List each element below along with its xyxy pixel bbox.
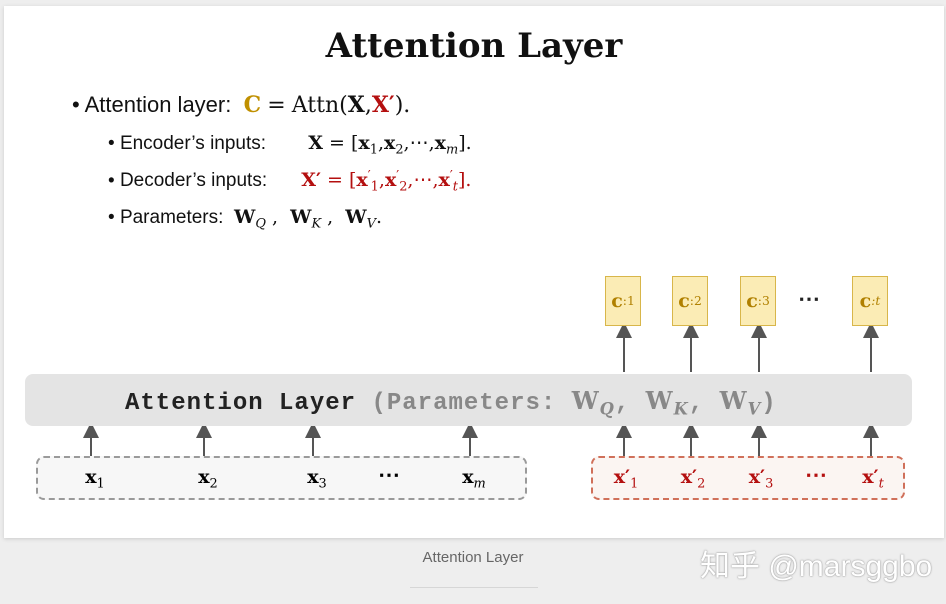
dec-x1: x [356, 169, 368, 192]
dec-xt: x [438, 169, 450, 192]
layer-param-wk: WK [645, 386, 689, 419]
layer-sep: , [614, 390, 631, 417]
dec-token-3: x′3 [748, 466, 774, 492]
layer-param-wv: WV [719, 386, 762, 419]
attention-layer-label: Attention Layer (Parameters: WQ, WK, WV) [125, 386, 777, 419]
watermark: 知乎 @marsggbo [700, 550, 933, 583]
enc-sep: , [377, 132, 384, 154]
dec-token-2: x′2 [680, 466, 706, 492]
dec-sub-t: t [452, 179, 458, 195]
decoder-rhs-open: = [ [327, 169, 357, 192]
enc-sep: , [428, 132, 435, 154]
encoder-lhs: X [308, 132, 323, 154]
dec-dots: ⋯ [413, 169, 433, 192]
param-sep: , [327, 206, 334, 228]
param-end: . [375, 206, 383, 228]
param-wk: W [290, 206, 312, 228]
attn-function: Attn [291, 93, 340, 118]
param-sub-q: Q [255, 216, 266, 232]
arg-x-prime: X′ [371, 92, 395, 118]
encoder-input-box [36, 456, 527, 500]
slide-title: Attention Layer [325, 26, 623, 66]
dec-dots: ⋯ [805, 462, 827, 488]
dec-token-t: x′t [862, 466, 884, 492]
enc-token-2: x2 [198, 466, 218, 492]
enc-sub-m: m [445, 142, 459, 158]
param-sub-k: K [311, 216, 322, 232]
enc-token-1: x1 [85, 466, 105, 492]
close-paren: ). [394, 93, 411, 118]
layer-param-wq: WQ [571, 386, 615, 419]
output-c1: c:1 [605, 276, 641, 326]
decoder-label: Decoder’s inputs: [119, 170, 268, 192]
bullet-decoder-inputs: • Decoder’s inputs: X′ = [x′1,x′2,⋯,x′t]… [108, 169, 472, 195]
bullet-label: Attention layer: [84, 92, 232, 117]
enc-dots: ⋯ [378, 462, 400, 488]
decoder-rhs-close: ]. [457, 169, 472, 192]
output-ct: c:t [852, 276, 888, 326]
dec-x2: x [384, 169, 397, 192]
output-dots: ⋯ [798, 286, 820, 311]
open-paren: ( [339, 93, 348, 118]
dec-token-1: x′1 [613, 466, 639, 492]
arg-comma: , [364, 93, 372, 118]
bullet-parameters: • Parameters: WQ , WK , WV. [108, 206, 383, 232]
attention-layer-block: Attention Layer (Parameters: WQ, WK, WV) [25, 374, 912, 426]
enc-dots: ⋯ [409, 132, 429, 154]
enc-sub-1: 1 [369, 142, 378, 158]
encoder-label: Encoder’s inputs: [119, 133, 267, 154]
output-symbol-c: C [243, 92, 262, 118]
enc-x2: x [383, 132, 396, 154]
bullet-attention-layer: • Attention layer: C = Attn(X,X′). [72, 92, 411, 118]
decoder-lhs: X′ [301, 169, 321, 192]
param-sub-v: V [366, 216, 376, 232]
slide: Attention Layer • Attention layer: C = A… [4, 6, 944, 538]
layer-sep: , [688, 390, 705, 417]
dec-sub-2: 2 [399, 179, 408, 195]
caption-divider [410, 587, 538, 588]
figure-caption: Attention Layer [422, 549, 524, 566]
decoder-input-box [591, 456, 905, 500]
enc-sub-2: 2 [395, 142, 404, 158]
parameters-label: Parameters: [119, 207, 224, 228]
param-sep: , [271, 206, 279, 228]
equals-sign: = [267, 93, 286, 118]
enc-sep: , [403, 132, 410, 154]
param-wv: W [345, 206, 367, 228]
arrows-layer [83, 322, 879, 458]
layer-close: ) [761, 390, 777, 417]
param-wq: W [233, 206, 256, 228]
encoder-rhs-open: = [ [329, 132, 359, 154]
output-c3: c:3 [740, 276, 776, 326]
enc-x1: x [358, 132, 370, 154]
layer-name: Attention Layer [125, 390, 357, 417]
enc-token-m: xm [462, 466, 486, 492]
dec-sub-1: 1 [370, 179, 379, 195]
arg-x: X [347, 92, 365, 118]
enc-xm: x [434, 132, 446, 154]
enc-token-3: x3 [307, 466, 327, 492]
encoder-rhs-close: ]. [458, 132, 472, 154]
layer-params-prefix: (Parameters: [371, 390, 557, 417]
bullet-encoder-inputs: • Encoder’s inputs: X = [x1,x2,⋯,xm]. [108, 132, 472, 158]
output-c2: c:2 [672, 276, 708, 326]
